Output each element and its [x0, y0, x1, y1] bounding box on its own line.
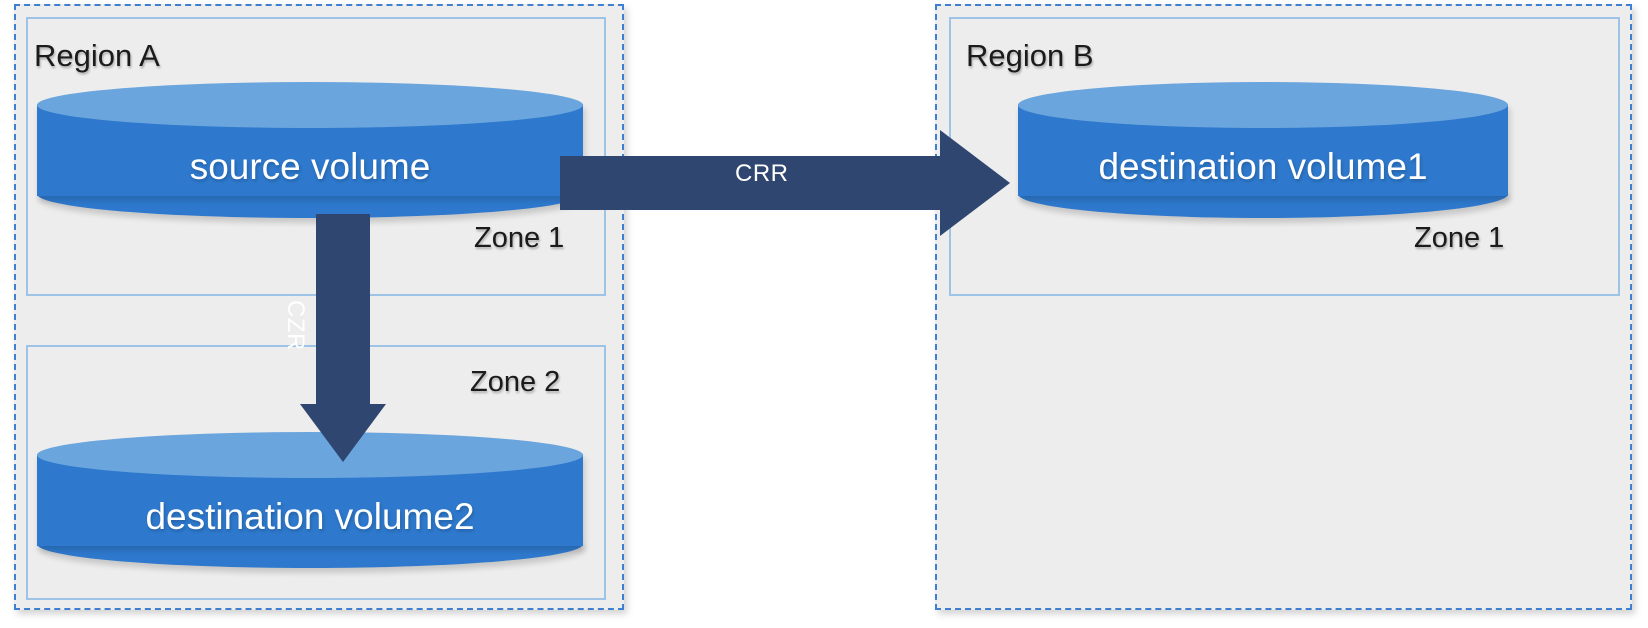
- zone-a1-label: Zone 1: [474, 222, 565, 254]
- zone-b1-label: Zone 1: [1414, 222, 1505, 254]
- destination-volume1-cylinder[interactable]: destination volume1: [1018, 82, 1508, 218]
- destination-volume2-label: destination volume2: [145, 496, 475, 537]
- zone-a2-label: Zone 2: [470, 366, 561, 398]
- region-b-label: Region B: [966, 38, 1094, 73]
- cylinder-top-ellipse: [1018, 82, 1508, 128]
- destination-volume1-label: destination volume1: [1098, 146, 1428, 187]
- crr-arrow-icon: [560, 130, 1010, 236]
- cylinder-top-ellipse: [37, 82, 583, 128]
- region-a-label: Region A: [34, 38, 160, 73]
- czr-arrow-icon: [300, 214, 386, 462]
- czr-arrow-label: CZR: [282, 300, 309, 351]
- source-volume-label: source volume: [189, 146, 431, 187]
- destination-volume2-cylinder[interactable]: destination volume2: [37, 432, 583, 568]
- cylinder-top-ellipse: [37, 432, 583, 478]
- crr-arrow-label: CRR: [735, 160, 789, 187]
- source-volume-cylinder[interactable]: source volume: [37, 82, 583, 218]
